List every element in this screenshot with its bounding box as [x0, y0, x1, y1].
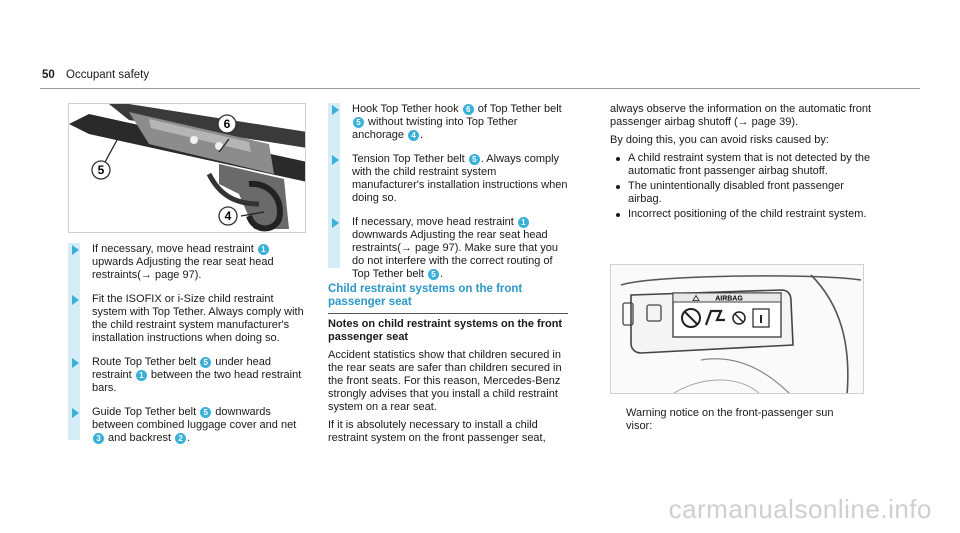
header-rule: [40, 88, 920, 89]
callout-badge: 3: [93, 433, 104, 444]
callout-4-marker: [218, 206, 238, 226]
instruction-step: If necessary, move head restraint 1 down…: [328, 216, 570, 281]
risk-list: A child restraint system that is not det…: [610, 152, 872, 221]
step-text: . Always comply with the child restraint…: [352, 153, 568, 204]
step-text: If necessary, move head restraint: [92, 243, 257, 255]
step-text: without twisting into Top Tether anchora…: [352, 116, 518, 141]
page-header: 50 Occupant safety: [42, 69, 149, 81]
instruction-step: If necessary, move head restraint 1 upwa…: [68, 243, 308, 282]
sun-visor-illustration: AIRBAG: [611, 265, 863, 393]
callout-5-marker: [91, 160, 111, 180]
callout-badge: 1: [135, 370, 147, 381]
callout-6: 6: [224, 117, 231, 131]
risk-item: The unintentionally disabled front passe…: [610, 180, 872, 206]
step-text: Guide Top Tether belt: [92, 406, 200, 418]
callout-badge: 5: [200, 407, 212, 418]
step-text: upwards Adjusting the rear seat head res…: [92, 256, 274, 281]
step-text: between the two head restraint bars.: [92, 369, 302, 394]
callout-6-marker: [217, 114, 237, 134]
instruction-step: Route Top Tether belt 5 under head restr…: [68, 356, 308, 395]
step-text: and backrest: [105, 432, 175, 444]
section-paragraph-2: If it is absolutely necessary to install…: [328, 419, 546, 444]
callout-badge: 4: [408, 130, 420, 141]
step-arrow-icon: [332, 105, 339, 115]
top-tether-figure: 6 5 4: [68, 103, 306, 233]
step-text: If necessary, move head restraint: [352, 216, 517, 228]
page-number: 50: [42, 69, 55, 81]
callout-badge: 5: [353, 117, 364, 128]
step-text: Tension Top Tether belt: [352, 153, 468, 165]
callout-badge: 1: [517, 217, 529, 228]
callout-5: 5: [98, 163, 105, 177]
step-text: downwards Adjusting the rear seat head r…: [352, 229, 559, 280]
callout-badge: 5: [200, 357, 212, 368]
step-text: .: [420, 129, 424, 141]
airbag-label-text: AIRBAG: [715, 296, 743, 303]
airbag-deploy-icon: [704, 309, 725, 326]
instruction-step: Guide Top Tether belt 5 downwards betwee…: [68, 406, 308, 445]
section-rule: [328, 313, 568, 314]
middle-step-list: Hook Top Tether hook 6 of Top Tether bel…: [328, 103, 570, 292]
step-arrow-icon: [332, 155, 339, 165]
no-icon: [732, 311, 746, 325]
manual-icon: [752, 308, 770, 328]
callout-4: 4: [225, 209, 232, 223]
step-arrow-icon: [72, 408, 79, 418]
right-paragraph-2: By doing this, you can avoid risks cause…: [610, 134, 829, 146]
sun-visor-figure: AIRBAG: [610, 264, 864, 394]
section-body: Notes on child restraint systems on the …: [328, 318, 570, 450]
step-text: downwards between combined luggage cover…: [92, 406, 297, 431]
instruction-step: Hook Top Tether hook 6 of Top Tether bel…: [328, 103, 570, 142]
step-text: Hook Top Tether hook: [352, 103, 462, 115]
risk-item: A child restraint system that is not det…: [610, 152, 872, 178]
step-arrow-icon: [72, 358, 79, 368]
watermark: carmanualsonline.info: [668, 494, 932, 524]
top-tether-illustration: 6 5 4: [69, 104, 305, 232]
risk-item: Incorrect positioning of the child restr…: [610, 208, 872, 221]
section-subheading: Notes on child restraint systems on the …: [328, 318, 563, 343]
step-arrow-icon: [72, 295, 79, 305]
step-text: under head restraint: [92, 356, 271, 381]
callout-badge: 2: [175, 433, 187, 444]
step-text: .: [440, 268, 444, 280]
section-title: Child restraint systems on the front pas…: [328, 283, 523, 308]
instruction-step: Fit the ISOFIX or i-Size child restraint…: [68, 293, 308, 345]
right-paragraph-1: always observe the information on the au…: [610, 103, 872, 128]
callout-badge: 5: [468, 154, 480, 165]
callout-badge: 6: [462, 104, 474, 115]
left-step-list: If necessary, move head restraint 1 upwa…: [68, 243, 308, 456]
warning-triangle-icon: [692, 294, 700, 301]
section-paragraph-1: Accident statistics show that children s…: [328, 349, 562, 413]
step-text: Route Top Tether belt: [92, 356, 200, 368]
step-text: of Top Tether belt: [474, 103, 562, 115]
step-arrow-icon: [72, 245, 79, 255]
step-arrow-icon: [332, 218, 339, 228]
instruction-step: Tension Top Tether belt 5. Always comply…: [328, 153, 570, 205]
step-text: Fit the ISOFIX or i-Size child restraint…: [92, 293, 304, 344]
step-text: .: [187, 432, 191, 444]
section-name: Occupant safety: [66, 69, 150, 81]
callout-badge: 1: [257, 244, 269, 255]
right-column: always observe the information on the au…: [610, 103, 872, 223]
step-bar-left: [68, 243, 80, 440]
callout-badge: 5: [428, 269, 440, 280]
no-child-seat-icon: [681, 308, 701, 328]
figure-caption: Warning notice on the front-passenger su…: [626, 407, 834, 432]
